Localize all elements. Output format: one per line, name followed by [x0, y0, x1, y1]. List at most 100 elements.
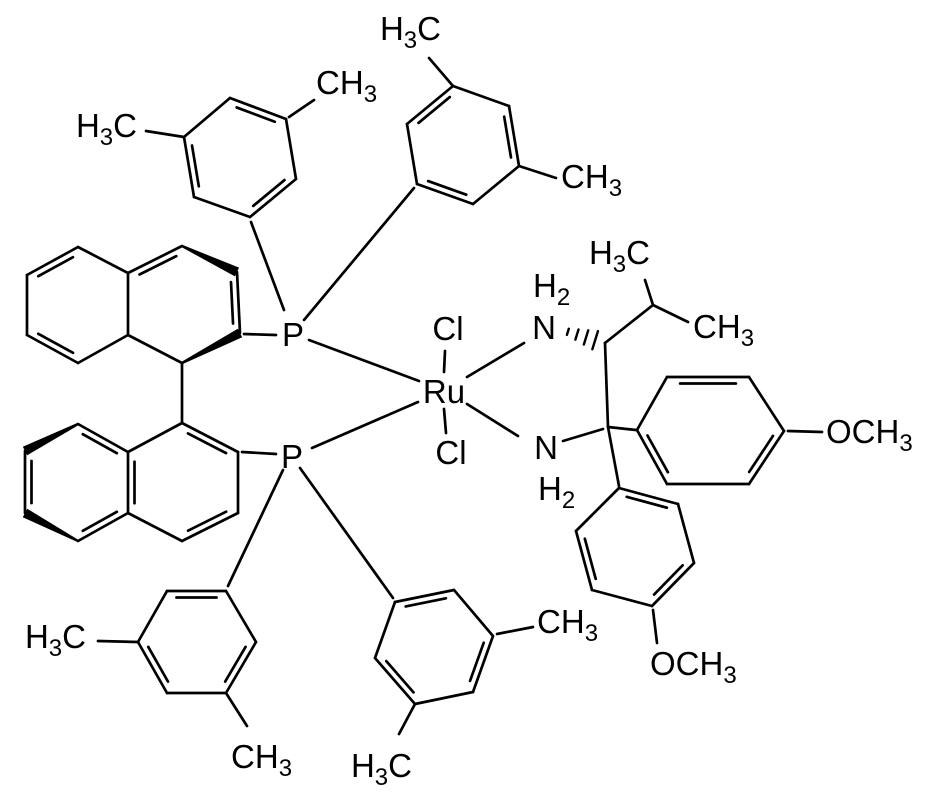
single-bond [471, 164, 521, 206]
wedge-bond [181, 244, 240, 277]
single-bond [226, 468, 285, 588]
double-bond [180, 511, 240, 543]
hashed-bond-tick [582, 329, 590, 346]
atom-label-phosphorus-top: P [282, 316, 304, 353]
label-text: N [534, 429, 558, 466]
double-bond-inner-line [190, 144, 201, 188]
label-text: C [62, 618, 86, 655]
double-bond-inner-line [468, 641, 486, 683]
label-text: H [351, 747, 375, 784]
double-bond-inner-line [138, 254, 178, 276]
atom-label-xylyl-a-methyl-left: H3C [76, 107, 137, 151]
double-bond [235, 270, 242, 335]
double-bond [182, 135, 196, 199]
single-bond [144, 129, 186, 139]
atom-label-xylyl-c-methyl-left: H3C [25, 618, 86, 662]
double-bond [76, 422, 130, 454]
atom-label-chloride-bottom: Cl [435, 434, 466, 471]
double-bond-inner-line [625, 495, 669, 510]
single-bond [442, 349, 447, 374]
label-subscript: 3 [613, 251, 626, 278]
single-bond [192, 195, 252, 219]
label-text: O [650, 645, 676, 682]
double-bond-inner-line [186, 432, 228, 455]
single-bond [405, 122, 419, 186]
single-bond [126, 421, 184, 454]
single-bond [465, 341, 526, 379]
single-bond [224, 589, 258, 644]
label-text: Cl [432, 310, 463, 347]
double-bond [405, 84, 455, 126]
label-subscript: 3 [364, 81, 377, 108]
atom-label-phosphorus-bottom: P [281, 438, 303, 475]
label-text: C [388, 747, 412, 784]
single-bond [413, 690, 475, 706]
label-text: C [537, 603, 561, 640]
double-bond [393, 588, 456, 604]
single-bond [517, 164, 558, 180]
single-bond [126, 333, 184, 365]
single-bond [136, 589, 169, 644]
single-bond [651, 608, 659, 645]
label-text: H [700, 645, 724, 682]
single-bond [747, 375, 786, 433]
double-bond-inner-line [229, 280, 235, 325]
single-bond [76, 333, 130, 365]
single-bond [76, 245, 130, 275]
label-subscript: 3 [609, 175, 622, 202]
single-bond [442, 407, 448, 435]
single-bond [452, 588, 495, 638]
label-text: C [852, 413, 876, 450]
label-subscript: 3 [585, 620, 598, 647]
label-text: H [561, 603, 585, 640]
double-bond-inner-line [417, 95, 452, 125]
double-bond-inner-line [36, 255, 75, 278]
label-subscript: 2 [557, 284, 570, 311]
double-bond [228, 96, 288, 121]
wedge-bond [22, 508, 79, 543]
label-text: P [281, 438, 303, 475]
double-bond-inner-line [235, 106, 277, 124]
single-bond [287, 98, 316, 119]
double-bond [507, 104, 521, 168]
label-text: C [676, 645, 700, 682]
atom-label-xylyl-d-methyl-bottom: H3C [351, 747, 412, 791]
single-bond [96, 639, 140, 644]
label-text: O [826, 413, 852, 450]
double-bond-inner-line [502, 115, 513, 159]
label-subscript: 3 [741, 325, 754, 352]
wedge-bond [22, 422, 79, 456]
wedge-bond [181, 328, 243, 365]
label-subscript: 2 [562, 487, 575, 514]
single-bond [373, 600, 397, 660]
atom-labels-layer: RuClClPPNH2NH2H3CCH3H3CCH3H3CCH3CH3H3CH3… [25, 10, 913, 791]
double-bond [126, 244, 184, 275]
single-bond [240, 450, 278, 456]
label-text: H [876, 413, 900, 450]
single-bond [451, 84, 511, 108]
atom-label-xylyl-c-methyl-bottom: CH3 [231, 738, 292, 782]
double-bond [180, 421, 240, 454]
label-text: C [231, 738, 255, 775]
label-subscript: 3 [49, 635, 62, 662]
label-text: C [626, 234, 650, 271]
double-bond [617, 486, 680, 506]
double-bond-inner-line [146, 645, 170, 683]
double-bond [650, 561, 696, 608]
label-text: H [717, 308, 741, 345]
single-bond [427, 56, 455, 88]
atom-label-ruthenium: Ru [423, 373, 465, 410]
double-bond-inner-line [384, 659, 415, 694]
single-bond [284, 117, 298, 181]
double-bond-inner-line [81, 510, 119, 533]
single-bond [224, 691, 249, 728]
atom-label-amine-h2-bottom: H2 [538, 470, 575, 514]
double-bond [373, 656, 417, 706]
single-bond [651, 303, 690, 324]
atom-label-xylyl-b-methyl-right: CH3 [561, 158, 622, 202]
label-subscript: 3 [404, 27, 417, 54]
single-bond [182, 96, 232, 139]
label-text: C [113, 107, 137, 144]
atom-label-isopropyl-methyl-right: CH3 [693, 308, 754, 352]
